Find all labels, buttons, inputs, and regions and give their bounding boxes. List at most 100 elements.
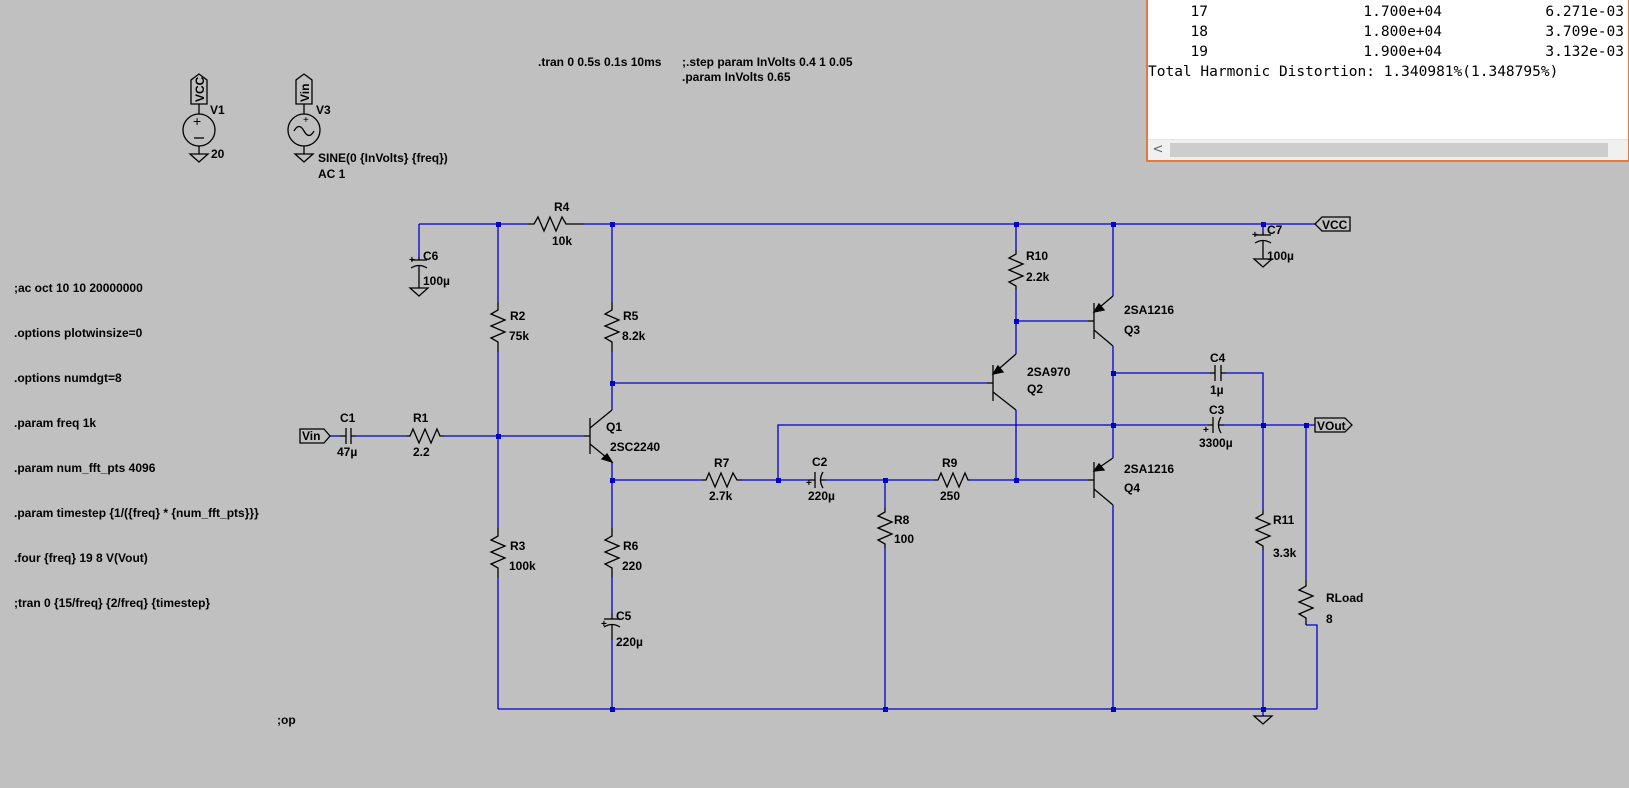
svg-text:2.2k: 2.2k [1026,270,1050,284]
svg-text:Q2: Q2 [1027,382,1043,396]
svg-text:C4: C4 [1210,351,1226,365]
svg-text:C6: C6 [423,249,439,263]
net-flag-vcc-top[interactable]: VCC [190,73,208,105]
svg-text:VOut: VOut [1317,419,1346,433]
directive-step[interactable]: ;.step param InVolts 0.4 1 0.05 [682,55,853,69]
ground-icon [293,146,315,163]
net-flag-vin-input[interactable]: Vin [299,428,331,444]
harmonic-row: 17 1.700e+04 6.271e-03 [1190,4,1624,20]
svg-text:+: + [1252,230,1258,241]
net-flag-vout[interactable]: VOut [1314,417,1353,433]
svg-text:1µ: 1µ [1210,383,1224,397]
directive-param-involts[interactable]: .param InVolts 0.65 [682,70,791,84]
transistor-q3[interactable] [1088,295,1114,347]
directive-line: .param freq 1k [14,416,97,430]
ground-icon [1252,715,1274,725]
resistor-r7[interactable] [702,471,742,489]
resistor-r9[interactable] [934,471,970,489]
resistor-r2[interactable] [489,302,507,352]
svg-text:+: + [409,255,415,266]
svg-text:R10: R10 [1026,249,1048,263]
output-log-window[interactable]: 17 1.700e+04 6.271e-03 18 1.800e+04 3.70… [1146,0,1629,162]
directive-line: .four {freq} 19 8 V(Vout) [14,551,148,565]
v3-value: SINE(0 {InVolts} {freq}) [318,151,448,165]
harmonic-row: 18 1.800e+04 3.709e-03 [1190,24,1624,40]
svg-text:C7: C7 [1267,223,1283,237]
voltage-source-v3[interactable]: + [287,104,321,147]
transistor-q4[interactable] [1088,457,1114,506]
svg-text:VCC: VCC [193,76,207,102]
horizontal-scrollbar[interactable]: < [1148,139,1628,160]
capacitor-c5[interactable]: + [601,613,621,640]
svg-text:47µ: 47µ [337,445,357,459]
net-flag-vcc-right[interactable]: VCC [1314,216,1351,232]
svg-text:C5: C5 [616,609,632,623]
resistor-r8[interactable] [876,508,894,548]
svg-text:2SC2240: 2SC2240 [610,440,660,454]
thd-line: Total Harmonic Distortion: 1.340981%(1.3… [1148,64,1559,80]
capacitor-c1[interactable] [340,428,356,444]
svg-text:2.7k: 2.7k [709,489,733,503]
resistor-r10[interactable] [1007,250,1025,290]
scroll-left-icon[interactable]: < [1152,142,1164,157]
wires[interactable] [330,223,1318,716]
component-labels: V1 20 V3 SINE(0 {InVolts} {freq}) AC 1 C… [210,103,1363,649]
directive-line: .options plotwinsize=0 [14,326,143,340]
svg-text:Q1: Q1 [606,420,622,434]
junction-dots [496,222,1309,712]
svg-text:+: + [601,619,607,630]
resistor-r5[interactable] [603,302,621,352]
svg-text:250: 250 [940,489,960,503]
v1-value: 20 [211,147,225,161]
resistor-r3[interactable] [489,528,507,578]
directive-op[interactable]: ;op [277,713,296,727]
svg-text:R1: R1 [413,411,429,425]
directive-tran[interactable]: .tran 0 0.5s 0.1s 10ms [538,55,662,69]
transistor-q2[interactable] [987,353,1017,411]
svg-text:R5: R5 [623,309,639,323]
capacitor-c2[interactable]: + [806,471,826,489]
svg-text:220: 220 [622,559,642,573]
directive-line: ;tran 0 {15/freq} {2/freq} {timestep} [14,596,211,610]
svg-text:Vin: Vin [302,429,320,443]
svg-text:VCC: VCC [1322,218,1348,232]
scroll-thumb[interactable] [1170,143,1608,157]
svg-text:Q4: Q4 [1124,481,1140,495]
resistor-r1[interactable] [406,427,444,445]
capacitor-c3[interactable]: + [1203,416,1224,436]
svg-text:100: 100 [894,532,914,546]
directive-line: .options numdgt=8 [14,371,122,385]
svg-text:+: + [303,115,309,126]
transistor-q1[interactable] [584,409,614,464]
svg-text:RLoad: RLoad [1326,591,1363,605]
resistor-r6[interactable] [603,528,621,578]
svg-text:100k: 100k [509,559,536,573]
svg-text:+: + [806,478,812,489]
resistor-rload[interactable] [1297,580,1315,625]
resistor-r11[interactable] [1254,510,1272,550]
svg-text:3300µ: 3300µ [1199,436,1233,450]
svg-text:100µ: 100µ [423,274,450,288]
capacitor-c4[interactable] [1210,365,1226,381]
net-flag-vin-top[interactable]: Vin [295,73,313,105]
capacitor-c7[interactable]: + [1252,230,1272,259]
capacitor-c6[interactable]: + [409,255,428,288]
svg-text:75k: 75k [509,329,529,343]
svg-text:220µ: 220µ [808,489,835,503]
directive-block[interactable]: ;ac oct 10 10 20000000 .options plotwins… [14,251,259,626]
ground-icon [1252,258,1274,268]
svg-text:2.2: 2.2 [413,445,430,459]
svg-text:R8: R8 [894,513,910,527]
svg-text:220µ: 220µ [616,635,643,649]
output-log-text[interactable]: 17 1.700e+04 6.271e-03 18 1.800e+04 3.70… [1148,2,1624,82]
svg-text:2SA970: 2SA970 [1027,365,1071,379]
directive-line: ;ac oct 10 10 20000000 [14,281,143,295]
svg-text:8: 8 [1326,612,1333,626]
svg-text:R9: R9 [942,456,958,470]
svg-text:+: + [1203,425,1209,436]
resistor-r4[interactable] [528,215,584,233]
ground-icon [408,287,430,297]
v3-ac: AC 1 [318,167,346,181]
voltage-source-v1[interactable]: + [182,104,216,147]
